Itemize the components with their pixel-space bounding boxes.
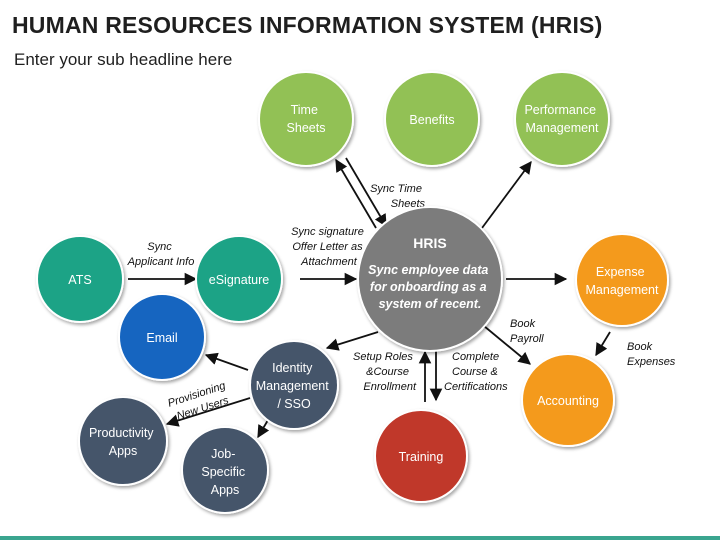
arrow-identity-to-productivity [165, 397, 251, 427]
circle-labels: Time Sheets Benefits Performance Managem… [68, 103, 659, 497]
arrow-expense-to-accounting [595, 331, 611, 357]
hris-title: HRIS [413, 235, 446, 251]
node-hris [357, 206, 503, 352]
arrow-hris-to-accounting [483, 325, 531, 365]
label-complete-course: Complete Course & Certifications [444, 351, 508, 393]
job-specific-label: Job- Specific Apps [201, 447, 248, 497]
label-book-expenses: Book Expenses [627, 341, 676, 368]
label-setup-roles: Setup Roles &Course Enrollment [353, 351, 417, 393]
expense-label: Expense Management [586, 265, 659, 297]
identity-label: Identity Management / SSO [256, 361, 332, 411]
arrow-timesheets-to-hris [345, 157, 387, 228]
arrow-identity-to-email [204, 352, 249, 371]
email-label: Email [146, 331, 177, 345]
circles [36, 71, 669, 514]
page-title: HUMAN RESOURCES INFORMATION SYSTEM (HRIS… [12, 12, 603, 38]
arrow-hris-to-timesheets [335, 158, 377, 229]
connectors [128, 157, 611, 439]
ats-label: ATS [68, 273, 91, 287]
node-identity [249, 340, 339, 430]
node-time-sheets [258, 71, 354, 167]
label-sync-applicant: Sync Applicant Info [127, 241, 195, 268]
performance-label: Performance Management [524, 103, 599, 135]
node-performance [514, 71, 610, 167]
esignature-label: eSignature [209, 273, 270, 287]
node-training [374, 409, 468, 503]
node-expense [575, 233, 669, 327]
connector-labels: Sync Applicant Info Sync signature Offer… [127, 183, 676, 424]
training-label: Training [399, 450, 444, 464]
arrow-hris-to-performance [481, 160, 532, 229]
accounting-label: Accounting [537, 394, 599, 408]
node-productivity [78, 396, 168, 486]
label-book-payroll: Book Payroll [510, 318, 544, 345]
label-sync-time: Sync Time Sheets [370, 183, 425, 210]
bottom-accent-bar [0, 536, 720, 540]
node-accounting [521, 353, 615, 447]
time-sheets-label: Time Sheets [287, 103, 326, 135]
node-job-specific [181, 426, 269, 514]
node-email [118, 293, 206, 381]
arrow-hris-to-identity [325, 331, 379, 351]
benefits-label: Benefits [409, 113, 454, 127]
label-provisioning: Provisioning New Users [166, 379, 234, 424]
label-sync-signature: Sync signature Offer Letter as Attachmen… [291, 226, 367, 268]
productivity-label: Productivity Apps [89, 426, 157, 458]
page-subtitle: Enter your sub headline here [14, 50, 233, 69]
arrow-identity-to-jobspecific [257, 419, 270, 439]
hris-body: Sync employee data for onboarding as a s… [368, 263, 492, 311]
node-ats [36, 235, 124, 323]
node-esignature [195, 235, 283, 323]
node-benefits [384, 71, 480, 167]
